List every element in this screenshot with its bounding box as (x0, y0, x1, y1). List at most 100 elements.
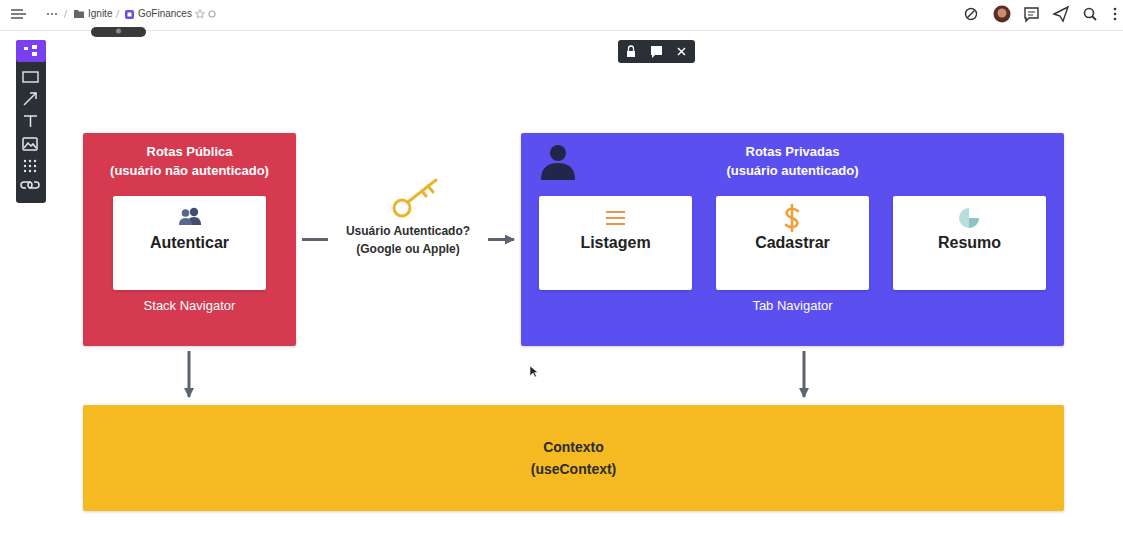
inner-text: Resumo (893, 233, 1046, 253)
more-dots (55, 13, 57, 15)
avatar (998, 9, 1007, 18)
menu-icon (11, 9, 23, 11)
more-dots (47, 13, 57, 15)
ctx-text: Contexto (83, 438, 1064, 456)
head-text: Rotas Privadas (521, 144, 1064, 160)
lines-icon (606, 217, 625, 219)
folder-icon (74, 10, 84, 18)
top-bar (0, 0, 1123, 31)
person-icon (550, 145, 566, 161)
left-toolbar (32, 45, 37, 49)
foot-text: Tab Navigator (521, 298, 1064, 314)
flow-arrow (803, 351, 806, 397)
kebab-icon (1114, 13, 1117, 16)
comment-icon (1028, 12, 1035, 13)
left-toolbar (23, 138, 37, 150)
key-icon (428, 186, 433, 192)
pie-icon (969, 218, 979, 228)
comment-icon (1025, 8, 1038, 21)
person-icon (541, 163, 575, 180)
floating-toolbar (651, 46, 662, 58)
search-icon (1085, 9, 1094, 18)
route-group: Listagem Cadastrar Resumo Rotas Privadas (us… (521, 133, 1064, 346)
menu-icon (11, 13, 26, 15)
breadcrumb-separator (116, 10, 119, 18)
status-icon (968, 11, 975, 18)
key-icon (408, 180, 436, 202)
left-toolbar (32, 52, 37, 56)
status-icon (966, 9, 977, 20)
foot-text: Stack Navigator (83, 298, 296, 314)
left-toolbar (30, 93, 36, 99)
screen-box: Cadastrar (716, 196, 869, 290)
avatar (994, 6, 1011, 23)
mouse-cursor (530, 366, 538, 377)
board-icon (128, 13, 132, 17)
breadcrumb-label: Ignite (88, 8, 112, 20)
left-toolbar (21, 93, 39, 188)
left-toolbar (16, 40, 46, 203)
context-band: Contexto (useContext) (83, 405, 1064, 511)
breadcrumb-label: GoFinances (138, 8, 192, 20)
menu-icon (11, 10, 26, 18)
left-toolbar (23, 72, 38, 82)
flow-arrow (188, 351, 191, 397)
kebab-icon (1114, 8, 1117, 11)
left-toolbar (34, 170, 36, 172)
comment-icon (1028, 15, 1033, 16)
left-toolbar (24, 47, 28, 50)
left-toolbar (24, 143, 36, 148)
share-icon (1054, 7, 1068, 21)
search-icon (1093, 17, 1097, 21)
floating-toolbar (678, 48, 685, 55)
inner-text: Listagem (539, 233, 692, 253)
more-dots (47, 13, 49, 15)
kebab-icon (1114, 18, 1117, 21)
left-toolbar (29, 170, 31, 172)
floating-toolbar (629, 46, 634, 51)
hidden-panel-tab (116, 29, 121, 34)
head-text: (usuário autenticado) (521, 163, 1064, 179)
lines-icon (606, 211, 625, 213)
board-icon (125, 10, 134, 19)
inner-text: Cadastrar (716, 233, 869, 253)
pie-icon (959, 208, 979, 228)
settings-icon (209, 11, 215, 17)
floating-toolbar (618, 40, 695, 63)
kebab-icon (1114, 8, 1117, 21)
ctx-text: (useContext) (83, 460, 1064, 478)
settings-icon (209, 11, 215, 17)
breadcrumb-separator (64, 10, 67, 18)
dollar-icon (791, 205, 794, 231)
people-icon (179, 208, 201, 225)
hidden-panel-tab (91, 27, 146, 37)
left-toolbar (30, 116, 32, 127)
share-icon (1054, 7, 1068, 21)
floating-toolbar (618, 40, 695, 63)
people-icon (179, 218, 192, 225)
star-icon (196, 10, 205, 19)
left-toolbar (29, 160, 31, 162)
folder-icon (74, 10, 84, 18)
pie-icon (969, 208, 979, 218)
head-text: Rotas Pública (83, 144, 296, 160)
left-toolbar (34, 165, 36, 167)
left-toolbar (16, 40, 46, 62)
left-toolbar (29, 165, 31, 167)
left-toolbar (16, 40, 46, 203)
key-icon (422, 191, 426, 196)
left-toolbar (21, 182, 32, 188)
person-icon (541, 145, 575, 180)
left-toolbar (24, 93, 36, 105)
avatar (994, 6, 1011, 23)
inner-text: Autenticar (113, 233, 266, 253)
search-icon (1085, 9, 1097, 21)
floating-toolbar (678, 48, 685, 55)
star-icon (196, 10, 205, 19)
people-icon (182, 209, 190, 217)
left-toolbar (24, 160, 26, 162)
dollar-icon (786, 205, 798, 231)
route-group: AutenticarRotas Pública(usuário não aute… (83, 133, 296, 346)
left-toolbar (24, 160, 36, 172)
